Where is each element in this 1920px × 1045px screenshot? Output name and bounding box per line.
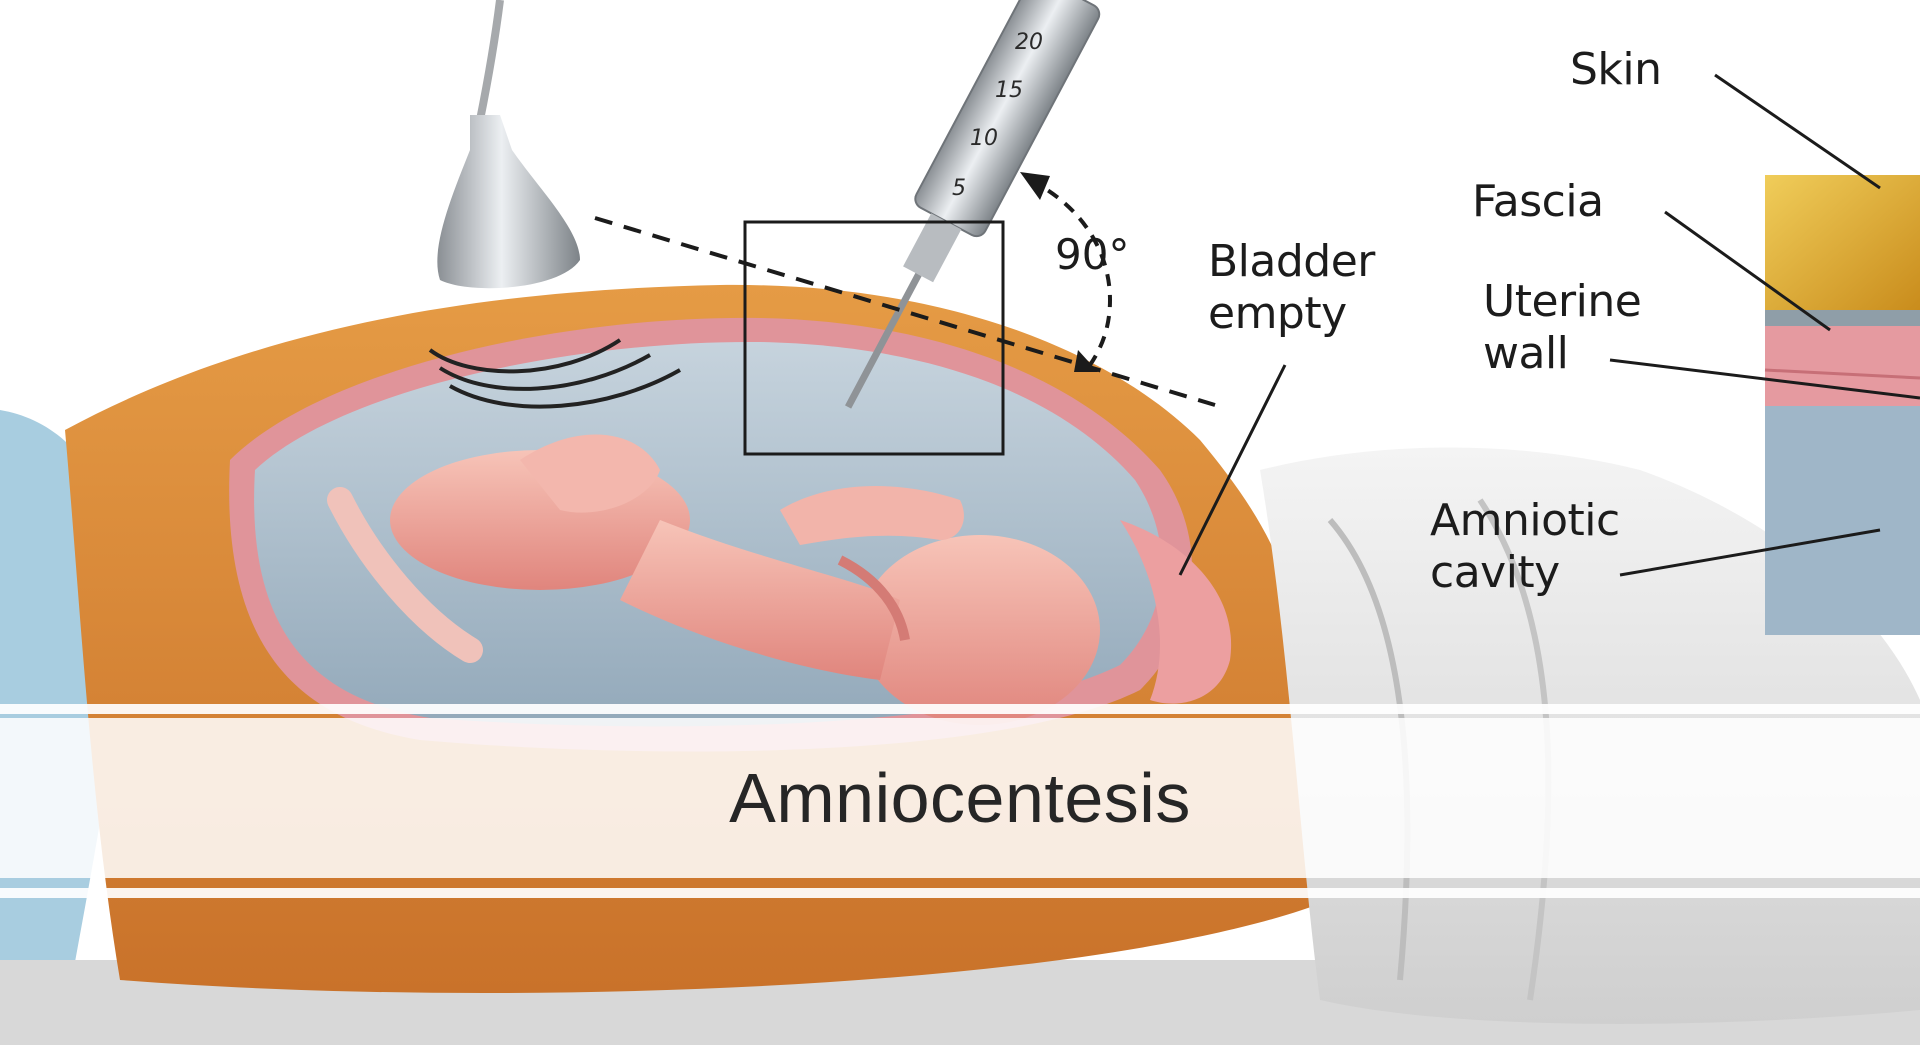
label-fascia: Fascia xyxy=(1472,176,1604,228)
syringe-tick: 15 xyxy=(995,78,1023,103)
label-uterine-wall: Uterine wall xyxy=(1483,276,1641,380)
tissue-inset xyxy=(1765,175,1920,635)
syringe-tick: 20 xyxy=(1015,30,1043,55)
slide-title: Amniocentesis xyxy=(729,758,1191,838)
label-amniotic-cavity: Amniotic cavity xyxy=(1430,495,1620,599)
fascia-layer xyxy=(1765,310,1920,326)
leader-skin xyxy=(1715,75,1880,188)
syringe-tick: 10 xyxy=(970,126,998,151)
title-band: Amniocentesis xyxy=(0,718,1920,878)
syringe-tick: 5 xyxy=(952,176,966,201)
label-bladder-empty: Bladder empty xyxy=(1208,236,1375,340)
label-skin: Skin xyxy=(1570,44,1662,96)
angle-label: 90° xyxy=(1055,230,1129,279)
title-band-bottom-rule xyxy=(0,888,1920,898)
title-band-top-rule xyxy=(0,704,1920,714)
fat-layer xyxy=(1765,175,1920,310)
